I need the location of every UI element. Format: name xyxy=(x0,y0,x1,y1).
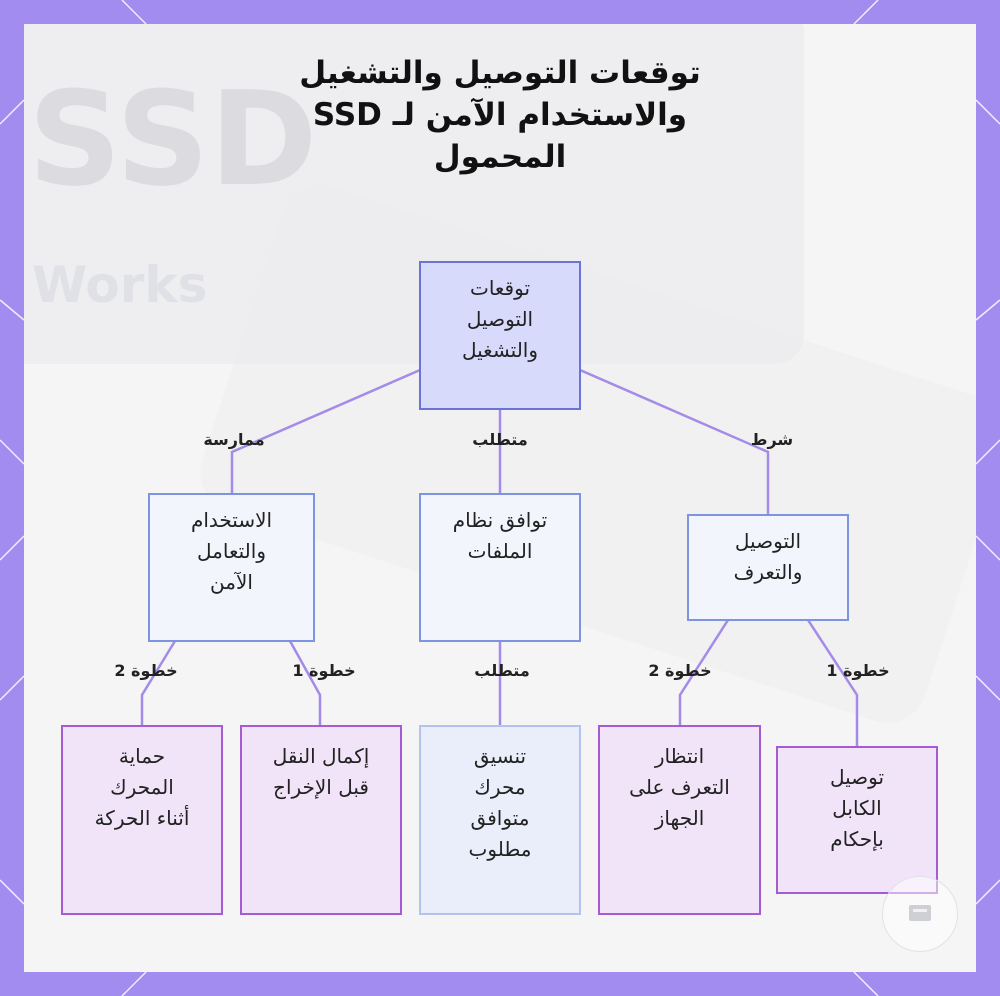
edge-safe-protect xyxy=(140,640,177,725)
edge-label-condition: شرط xyxy=(750,430,794,449)
ghost-text-ssd: SSD xyxy=(28,63,317,215)
node-protect-drive: حماية المحرك أثناء الحركة xyxy=(61,725,223,915)
edge-root-safe-use xyxy=(230,368,421,493)
edge-label-step2-left: خطوة 2 xyxy=(114,661,178,680)
ghost-text-works: Works xyxy=(32,256,207,314)
node-format-drive: تنسيق محرك متوافق مطلوب xyxy=(419,725,581,915)
corner-logo-icon xyxy=(882,876,958,952)
diagram-title: توقعات التوصيل والتشغيل والاستخدام الآمن… xyxy=(0,52,1000,178)
edge-label-practice: ممارسة xyxy=(203,430,265,449)
node-safe-use: الاستخدام والتعامل الآمن xyxy=(148,493,315,642)
edge-label-step2-right: خطوة 2 xyxy=(648,661,712,680)
node-plug-cable: توصيل الكابل بإحكام xyxy=(776,746,938,894)
node-wait-recognition: انتظار التعرف على الجهاز xyxy=(598,725,761,915)
title-line-1: توقعات التوصيل والتشغيل xyxy=(299,55,701,91)
node-finish-transfer: إكمال النقل قبل الإخراج xyxy=(240,725,402,915)
title-line-2: والاستخدام الآمن لـ SSD xyxy=(312,97,688,133)
edge-label-requirement: متطلب xyxy=(472,430,528,449)
title-line-3: المحمول xyxy=(433,139,567,175)
edge-connect-wait xyxy=(678,619,730,725)
node-root-plug-and-play: توقعات التوصيل والتشغيل xyxy=(419,261,581,410)
edge-label-step1-right: خطوة 1 xyxy=(826,661,890,680)
node-connect-recognition: التوصيل والتعرف xyxy=(687,514,849,621)
node-filesystem-compat: توافق نظام الملفات xyxy=(419,493,581,642)
edge-root-connect xyxy=(579,368,770,514)
edge-label-step1-left: خطوة 1 xyxy=(292,661,356,680)
edge-safe-finish xyxy=(288,640,322,725)
edge-label-requirement-2: متطلب xyxy=(474,661,530,680)
edge-connect-plug xyxy=(806,619,859,746)
